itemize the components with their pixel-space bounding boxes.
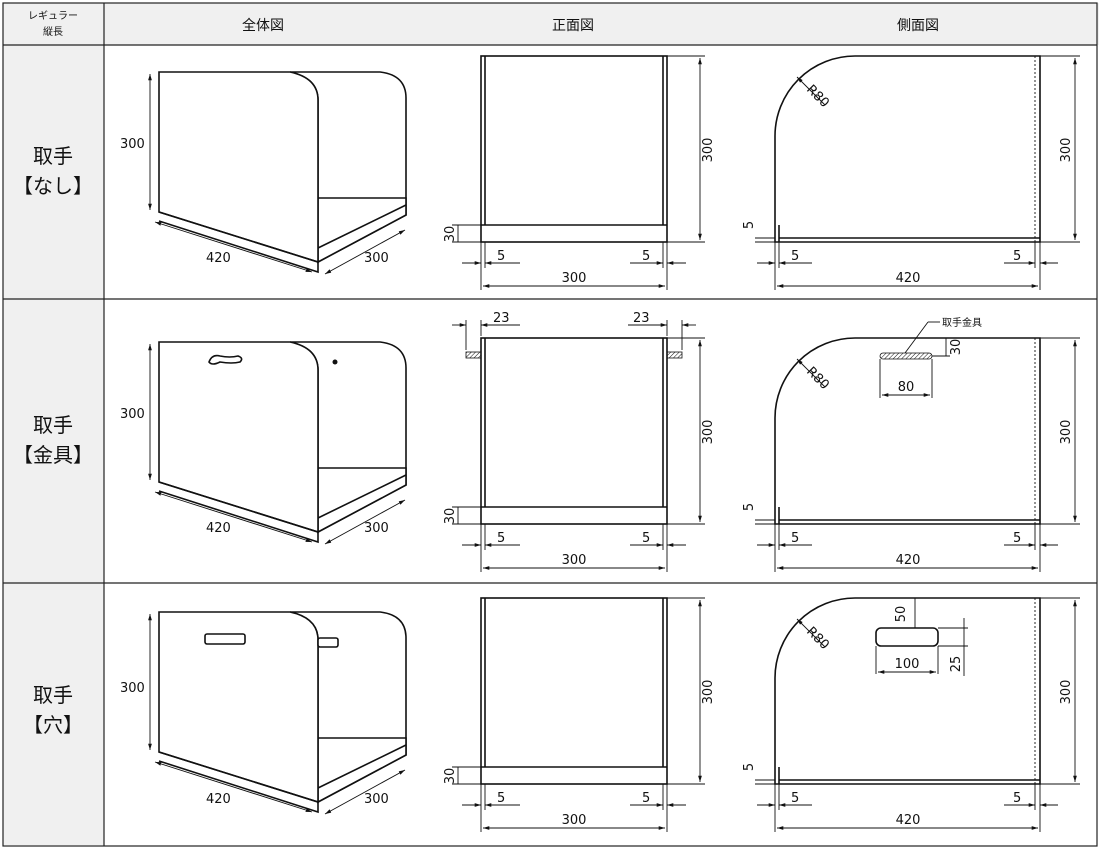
dim-width: 300: [562, 813, 587, 828]
front-view: 300 30 5 5 300: [443, 597, 716, 832]
dim-height: 300: [1059, 680, 1074, 705]
dim-hole-width: 100: [895, 657, 920, 672]
dim-floor: 30: [443, 508, 458, 525]
corner-label-line1: レギュラー: [28, 10, 78, 22]
dim-left: 5: [791, 791, 799, 806]
row-label-line2: 【なし】: [13, 174, 93, 198]
dim-handle-left: 23: [493, 311, 510, 326]
overall-view: 300 420 300: [120, 71, 407, 275]
dim-hole-top: 50: [894, 606, 909, 623]
dim-height: 300: [1059, 420, 1074, 445]
dim-left: 5: [497, 249, 505, 264]
side-bracket: [879, 352, 933, 360]
dim-handle-right: 23: [633, 311, 650, 326]
dim-height: 300: [120, 137, 145, 152]
dim-right: 5: [642, 249, 650, 264]
front-view: 23 23 300 30 5 5 300: [443, 311, 716, 572]
dim-width: 300: [562, 553, 587, 568]
column-header-overall: 全体図: [242, 17, 284, 34]
dim-height: 300: [1059, 138, 1074, 163]
right-bracket: [666, 351, 683, 359]
dim-right: 5: [642, 531, 650, 546]
dim-floor: 30: [443, 226, 458, 243]
dim-right: 5: [1013, 791, 1021, 806]
dim-left: 5: [791, 249, 799, 264]
bracket-handle-icon: [208, 354, 243, 365]
dim-height: 300: [120, 407, 145, 422]
row-bracket: 取手 【金具】 300 420 300: [13, 311, 1080, 572]
dim-length: 420: [896, 553, 921, 568]
dim-handle-offset: 30: [949, 339, 964, 356]
row-label-line1: 取手: [33, 683, 73, 707]
bracket-rivet-icon: [332, 359, 338, 365]
hand-hole: [875, 627, 939, 647]
row-label-line2: 【金具】: [13, 443, 93, 467]
front-view: 300 30 5 5 300: [443, 55, 716, 290]
dim-floor: 30: [443, 768, 458, 785]
dim-length: 420: [896, 271, 921, 286]
column-header-front: 正面図: [552, 18, 594, 34]
corner-label-line2: 縦長: [43, 25, 63, 38]
dim-right: 5: [642, 791, 650, 806]
dim-handle-width: 80: [898, 380, 915, 395]
dim-depth: 300: [364, 792, 389, 807]
row-hole: 取手 【穴】 300 420 300 300: [23, 597, 1080, 832]
dim-depth: 300: [364, 521, 389, 536]
dim-floor: 5: [742, 503, 757, 511]
overall-view: 300 420 300: [120, 611, 407, 815]
row-label-line1: 取手: [33, 144, 73, 168]
dim-length: 420: [896, 813, 921, 828]
dim-floor: 5: [742, 763, 757, 771]
dim-depth: 300: [364, 251, 389, 266]
dim-left: 5: [791, 531, 799, 546]
dim-length: 420: [206, 792, 231, 807]
row-label-line2: 【穴】: [23, 713, 83, 737]
hole-handle-icon: [204, 633, 246, 645]
left-bracket: [465, 351, 482, 359]
dim-height: 300: [701, 680, 716, 705]
label-column-bg: [3, 45, 104, 845]
dim-floor: 5: [742, 221, 757, 229]
dim-height: 300: [701, 420, 716, 445]
dim-length: 420: [206, 521, 231, 536]
hole-handle-far-icon: [317, 637, 339, 648]
row-none: 取手 【なし】 300 420 300 300: [13, 55, 1080, 290]
overall-view: 300 420 300: [120, 341, 407, 545]
dim-height: 300: [701, 138, 716, 163]
bracket-label: 取手金具: [942, 316, 982, 329]
row-label-line1: 取手: [33, 413, 73, 437]
column-header-side: 側面図: [897, 18, 939, 34]
dim-right: 5: [1013, 531, 1021, 546]
side-view: R80 50 100 25 300 5: [742, 597, 1080, 832]
dim-left: 5: [497, 531, 505, 546]
dim-left: 5: [497, 791, 505, 806]
dim-right: 5: [1013, 249, 1021, 264]
dim-length: 420: [206, 251, 231, 266]
dim-width: 300: [562, 271, 587, 286]
side-view: R80 300 5 5 5 420: [742, 55, 1080, 290]
dim-height: 300: [120, 681, 145, 696]
header-row-bg: [3, 3, 1099, 45]
side-view: R80 取手金具 30 80 300 5: [742, 316, 1080, 572]
dim-hole-height: 25: [949, 656, 964, 673]
